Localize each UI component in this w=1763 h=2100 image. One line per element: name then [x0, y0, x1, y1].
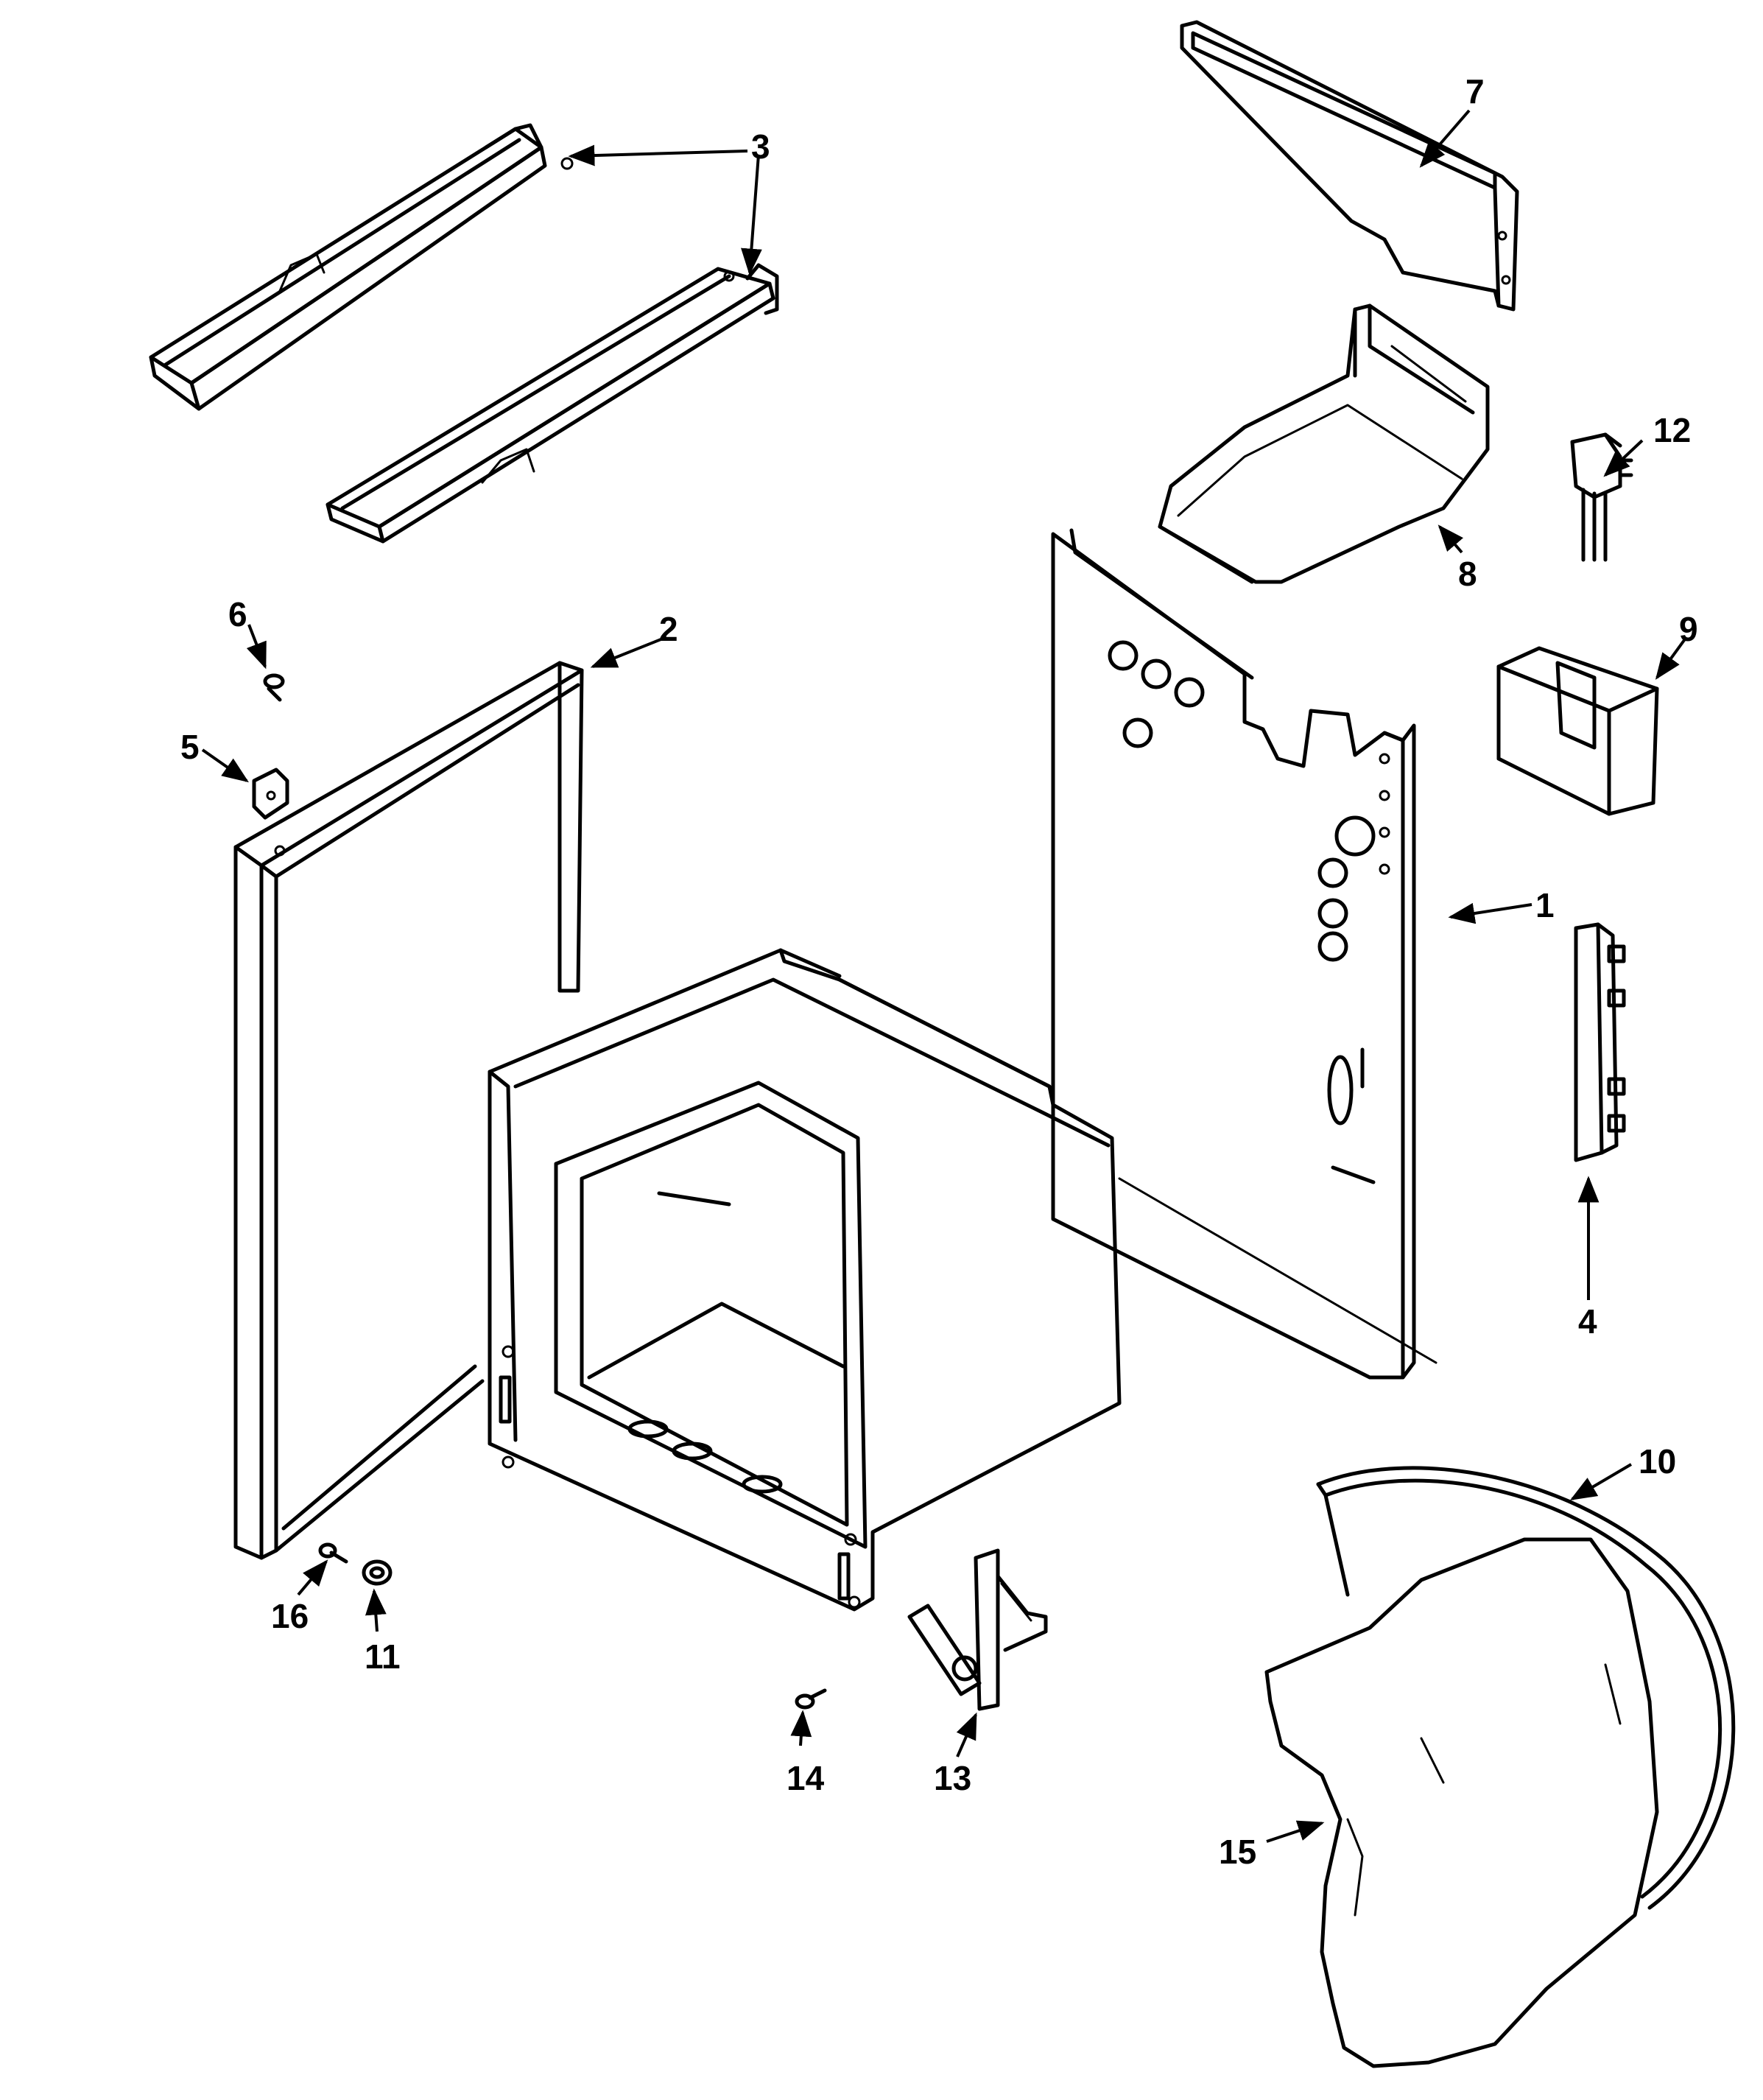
part-11-plug: [362, 1559, 393, 1586]
leader-15: [1266, 1820, 1325, 1843]
leader-13: [956, 1712, 977, 1757]
leader-7: [1419, 109, 1471, 168]
callout-13: 13: [934, 1759, 971, 1797]
callout-10: 10: [1639, 1442, 1676, 1481]
callout-2: 2: [659, 610, 678, 648]
part-10-gasket: [1316, 1466, 1736, 1910]
leader-3a: [568, 144, 748, 166]
part-8-duct: [1158, 303, 1490, 584]
part-2-frame: [233, 661, 584, 1560]
leader-16: [297, 1559, 328, 1596]
leader-1: [1448, 902, 1532, 924]
part-15-insulation: [1264, 1537, 1659, 2068]
leader-14: [790, 1710, 812, 1746]
leader-5: [201, 748, 249, 783]
callout-7: 7: [1465, 72, 1485, 110]
callout-3: 3: [751, 127, 770, 166]
part-12-power-cord: [1570, 432, 1633, 562]
leader-11: [365, 1588, 387, 1632]
part-6-screw: [263, 673, 285, 702]
callout-14: 14: [787, 1759, 825, 1797]
part-9-bracket: [1496, 646, 1659, 816]
callout-12: 12: [1653, 411, 1691, 449]
callout-9: 9: [1679, 610, 1698, 648]
leader-10: [1569, 1463, 1633, 1500]
part-3-rail-upper: [149, 123, 574, 411]
leader-2: [590, 636, 667, 668]
callout-5: 5: [180, 728, 200, 766]
cabinet-liner: [488, 948, 1438, 1612]
callout-6: 6: [228, 595, 247, 633]
callout-leaders: [201, 109, 1688, 1843]
part-16-screw: [318, 1542, 348, 1564]
part-4-terminal-block: [1574, 922, 1626, 1162]
leader-6: [246, 624, 267, 670]
part-13-hinge: [907, 1548, 1048, 1711]
callout-8: 8: [1458, 555, 1477, 593]
part-14-screw: [795, 1688, 827, 1710]
callout-labels: 3 7 12 8 9 2 1 4 6 5 10 16 11 14 13 15: [180, 72, 1698, 1871]
leader-9: [1655, 636, 1688, 680]
callout-15: 15: [1219, 1833, 1256, 1871]
leader-12: [1603, 439, 1644, 477]
part-5-clip: [252, 768, 289, 820]
leader-3b: [741, 154, 762, 275]
callout-11: 11: [365, 1637, 401, 1676]
callout-1: 1: [1535, 886, 1555, 924]
part-1-back-panel: [1051, 528, 1416, 1380]
callout-4: 4: [1578, 1302, 1597, 1341]
callout-16: 16: [271, 1597, 309, 1635]
leader-8: [1438, 524, 1464, 554]
part-3-rail-lower: [325, 263, 779, 544]
part-7-duct: [1180, 20, 1519, 312]
